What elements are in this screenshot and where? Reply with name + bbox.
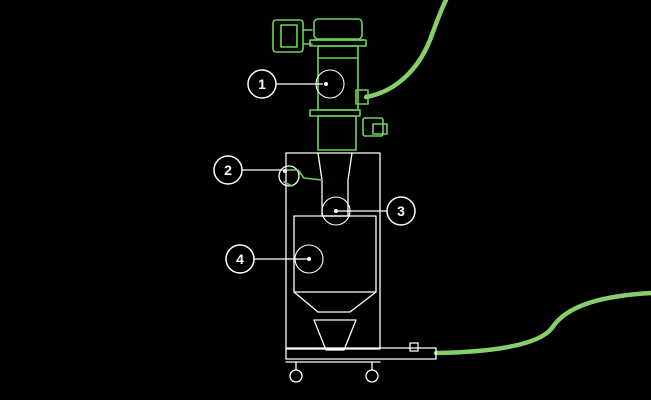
gauge-assembly <box>278 165 323 187</box>
callout-1-label: 1 <box>258 76 266 92</box>
callout-3-label: 3 <box>397 203 405 219</box>
upper-hose <box>363 0 449 100</box>
callout-4: 4 <box>225 244 324 274</box>
callout-2-label: 2 <box>224 162 232 178</box>
discharge-hose <box>433 290 651 356</box>
callout-2: 2 <box>213 155 287 185</box>
callout-3: 3 <box>321 196 416 226</box>
callout-4-label: 4 <box>236 251 244 267</box>
vacuum-receiver <box>272 18 388 151</box>
frame-and-hopper <box>285 152 437 383</box>
callout-1: 1 <box>247 69 345 99</box>
